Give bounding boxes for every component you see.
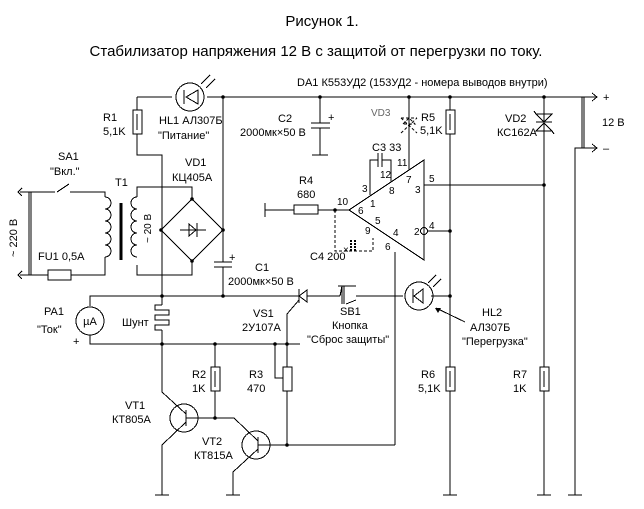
bridge-vd1 bbox=[159, 197, 225, 263]
c1-value: 2000мк×50 В bbox=[228, 276, 294, 288]
pa1-ref: PA1 bbox=[44, 306, 64, 318]
r2-value: 1K bbox=[192, 383, 206, 395]
led-hl2 bbox=[404, 274, 466, 323]
figure-title: Стабилизатор напряжения 12 В с защитой о… bbox=[90, 43, 543, 60]
svg-text:4: 4 bbox=[429, 221, 435, 232]
ammeter-symbol: µA bbox=[83, 316, 97, 328]
vd1-part: КЦ405А bbox=[172, 172, 213, 184]
svg-text:×: × bbox=[343, 245, 349, 256]
vs1-part: 2У107А bbox=[242, 322, 281, 334]
hl2-ref: HL2 bbox=[482, 307, 502, 319]
hl2-label: "Перегрузка" bbox=[462, 336, 528, 348]
svg-text:1: 1 bbox=[370, 199, 376, 210]
sa1-ref: SA1 bbox=[58, 151, 79, 163]
vt2-part: КТ815А bbox=[194, 450, 233, 462]
vt2-ref: VT2 bbox=[202, 436, 222, 448]
sb1-ref: SB1 bbox=[340, 306, 361, 318]
transistor-vt1 bbox=[155, 344, 215, 496]
r6-value: 5,1K bbox=[418, 383, 441, 395]
r3-value: 470 bbox=[247, 383, 265, 395]
c2-value: 2000мк×50 В bbox=[240, 127, 306, 139]
fu1-ref: FU1 0,5А bbox=[38, 251, 85, 263]
svg-text:9: 9 bbox=[365, 226, 371, 237]
svg-text:+: + bbox=[73, 336, 79, 348]
figure-number: Рисунок 1. bbox=[285, 13, 358, 30]
c1-ref: C1 bbox=[255, 262, 269, 274]
diode-vd3 bbox=[400, 117, 418, 134]
t1-secondary: ~ 20 В bbox=[143, 213, 154, 243]
r7-ref: R7 bbox=[513, 369, 527, 381]
svg-text:5: 5 bbox=[429, 174, 435, 185]
vs1-ref: VS1 bbox=[253, 308, 274, 320]
svg-text:3: 3 bbox=[362, 184, 368, 195]
vd1-ref: VD1 bbox=[185, 157, 206, 169]
hl2-part: АЛ307Б bbox=[470, 322, 510, 334]
output-voltage: 12 В bbox=[602, 117, 625, 129]
transistor-vt2 bbox=[215, 417, 395, 496]
sb1-label: "Сброс защиты" bbox=[307, 334, 389, 346]
zener-vd2 bbox=[533, 110, 555, 135]
svg-text:10: 10 bbox=[337, 197, 349, 208]
svg-text:5: 5 bbox=[375, 216, 381, 227]
button-sb1 bbox=[338, 285, 357, 305]
r5-value: 5,1K bbox=[420, 125, 443, 137]
r7-value: 1K bbox=[513, 383, 527, 395]
led-hl1 bbox=[175, 74, 216, 112]
r6-ref: R6 bbox=[421, 369, 435, 381]
r4-value: 680 bbox=[297, 189, 315, 201]
svg-text:12: 12 bbox=[380, 170, 392, 181]
svg-text:4: 4 bbox=[393, 228, 399, 239]
svg-text:7: 7 bbox=[406, 175, 412, 186]
r2-ref: R2 bbox=[192, 369, 206, 381]
svg-text:+: + bbox=[229, 252, 235, 264]
shunt-label: Шунт bbox=[122, 317, 149, 329]
r3-ref: R3 bbox=[249, 369, 263, 381]
svg-text:3: 3 bbox=[415, 185, 421, 196]
plus-terminal: + bbox=[603, 92, 609, 104]
sa1-label: "Вкл." bbox=[50, 166, 80, 178]
fuse-fu1 bbox=[47, 269, 72, 281]
t1-ref: T1 bbox=[115, 177, 128, 189]
input-voltage: ~ 220 В bbox=[8, 219, 20, 257]
r1-ref: R1 bbox=[103, 112, 117, 124]
transformer-t1 bbox=[104, 196, 138, 260]
svg-text:6: 6 bbox=[358, 206, 364, 217]
shunt bbox=[154, 304, 170, 331]
top-rail bbox=[137, 92, 598, 102]
thyristor-vs1 bbox=[286, 289, 308, 345]
vd2-ref: VD2 bbox=[505, 113, 526, 125]
potentiometer-r3 bbox=[282, 366, 293, 392]
r1-value: 5,1K bbox=[103, 126, 126, 138]
sb1-type: Кнопка bbox=[332, 320, 369, 332]
pa1-label: "Ток" bbox=[37, 324, 62, 336]
resistor-r4 bbox=[293, 204, 319, 215]
c3-ref: C3 33 bbox=[372, 142, 401, 154]
vd2-part: КС162А bbox=[497, 127, 538, 139]
r5-ref: R5 bbox=[421, 112, 435, 124]
opamp-da1 bbox=[334, 97, 544, 261]
vt1-ref: VT1 bbox=[125, 400, 145, 412]
hl1-label: "Питание" bbox=[158, 130, 209, 142]
svg-text:8: 8 bbox=[389, 186, 395, 197]
hl1-ref: HL1 АЛ307Б bbox=[159, 115, 223, 127]
minus-terminal: – bbox=[603, 143, 610, 155]
svg-text:11: 11 bbox=[397, 158, 408, 169]
c2-ref: C2 bbox=[278, 113, 292, 125]
c4-ref: C4 200 bbox=[310, 251, 345, 263]
vd3-ref: VD3 bbox=[371, 108, 391, 119]
svg-text:2: 2 bbox=[414, 227, 420, 238]
vt1-part: КТ805А bbox=[112, 414, 151, 426]
opamp-label: DA1 К553УД2 (153УД2 - номера выводов вну… bbox=[297, 77, 548, 89]
r4-ref: R4 bbox=[299, 175, 313, 187]
svg-text:6: 6 bbox=[385, 242, 391, 253]
svg-text:+: + bbox=[328, 112, 334, 124]
